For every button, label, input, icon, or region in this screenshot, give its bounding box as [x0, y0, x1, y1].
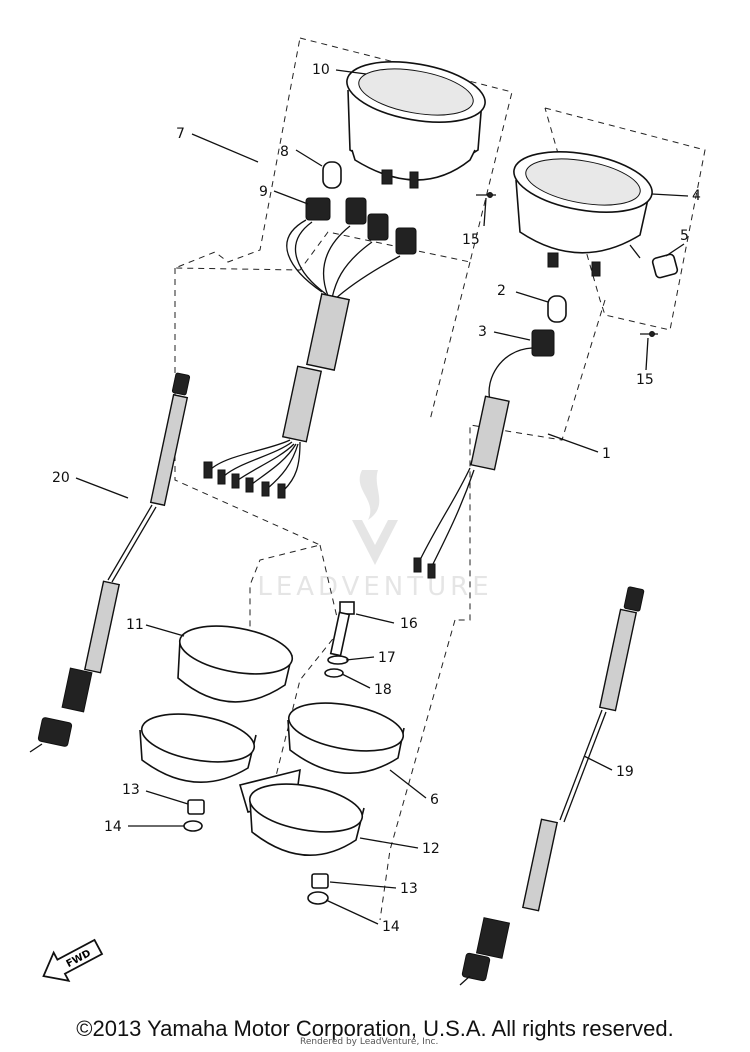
callout-12: 12 — [422, 841, 440, 857]
damper-part-13b — [311, 873, 329, 889]
nut-part-14a — [183, 820, 203, 832]
bulb-part-2 — [547, 295, 567, 323]
callout-13a: 13 — [122, 782, 140, 798]
bolt-part-16 — [329, 601, 355, 657]
wire-harness-part-7 — [203, 197, 417, 499]
callout-17: 17 — [378, 650, 396, 666]
leader-lines — [75, 69, 689, 925]
callout-4: 4 — [692, 188, 701, 204]
tachometer-part-10 — [346, 61, 486, 189]
nut-part-14b — [307, 891, 329, 905]
callout-10: 10 — [312, 62, 330, 78]
callout-6: 6 — [430, 792, 439, 808]
callout-20: 20 — [52, 470, 70, 486]
callout-labels: 10 7 8 9 15 4 5 2 3 15 1 20 16 17 18 11 … — [52, 62, 701, 935]
callout-19: 19 — [616, 764, 634, 780]
callout-8: 8 — [280, 144, 289, 160]
callout-15b: 15 — [636, 372, 654, 388]
callout-18: 18 — [374, 682, 392, 698]
damper-part-13a — [187, 799, 205, 815]
callout-16: 16 — [400, 616, 418, 632]
washer-part-17 — [327, 655, 349, 665]
fwd-arrow-icon: FWD — [42, 938, 104, 983]
callout-3: 3 — [478, 324, 487, 340]
callout-7: 7 — [176, 126, 185, 142]
meter-case-part-12 — [248, 783, 365, 857]
leadventure-logo-icon — [352, 470, 398, 565]
watermark-text: LEADVENTURE — [257, 572, 492, 602]
render-note: Rendered by LeadVenture, Inc. — [300, 1037, 439, 1047]
copyright-notice: ©2013 Yamaha Motor Corporation, U.S.A. A… — [76, 1016, 674, 1041]
tacho-cable-part-20 — [29, 372, 191, 753]
washer-part-18 — [324, 668, 344, 678]
callout-1: 1 — [602, 446, 611, 462]
watermark: LEADVENTURE — [257, 470, 492, 602]
callout-13b: 13 — [400, 881, 418, 897]
pin-part-15b — [640, 331, 658, 337]
callout-14b: 14 — [382, 919, 400, 935]
callout-9: 9 — [259, 184, 268, 200]
speedometer-part-4 — [513, 151, 653, 277]
lamp-cord-part-1 — [413, 329, 555, 579]
speedo-cable-part-19 — [459, 586, 645, 986]
callout-5: 5 — [680, 228, 689, 244]
callout-11: 11 — [126, 617, 144, 633]
pin-part-15a — [476, 192, 496, 198]
grommet-part-5 — [651, 253, 679, 279]
callout-2: 2 — [497, 283, 506, 299]
meter-case-part-11 — [177, 625, 294, 703]
callout-14a: 14 — [104, 819, 122, 835]
callout-15a: 15 — [462, 232, 480, 248]
bulb-part-8 — [322, 161, 342, 189]
